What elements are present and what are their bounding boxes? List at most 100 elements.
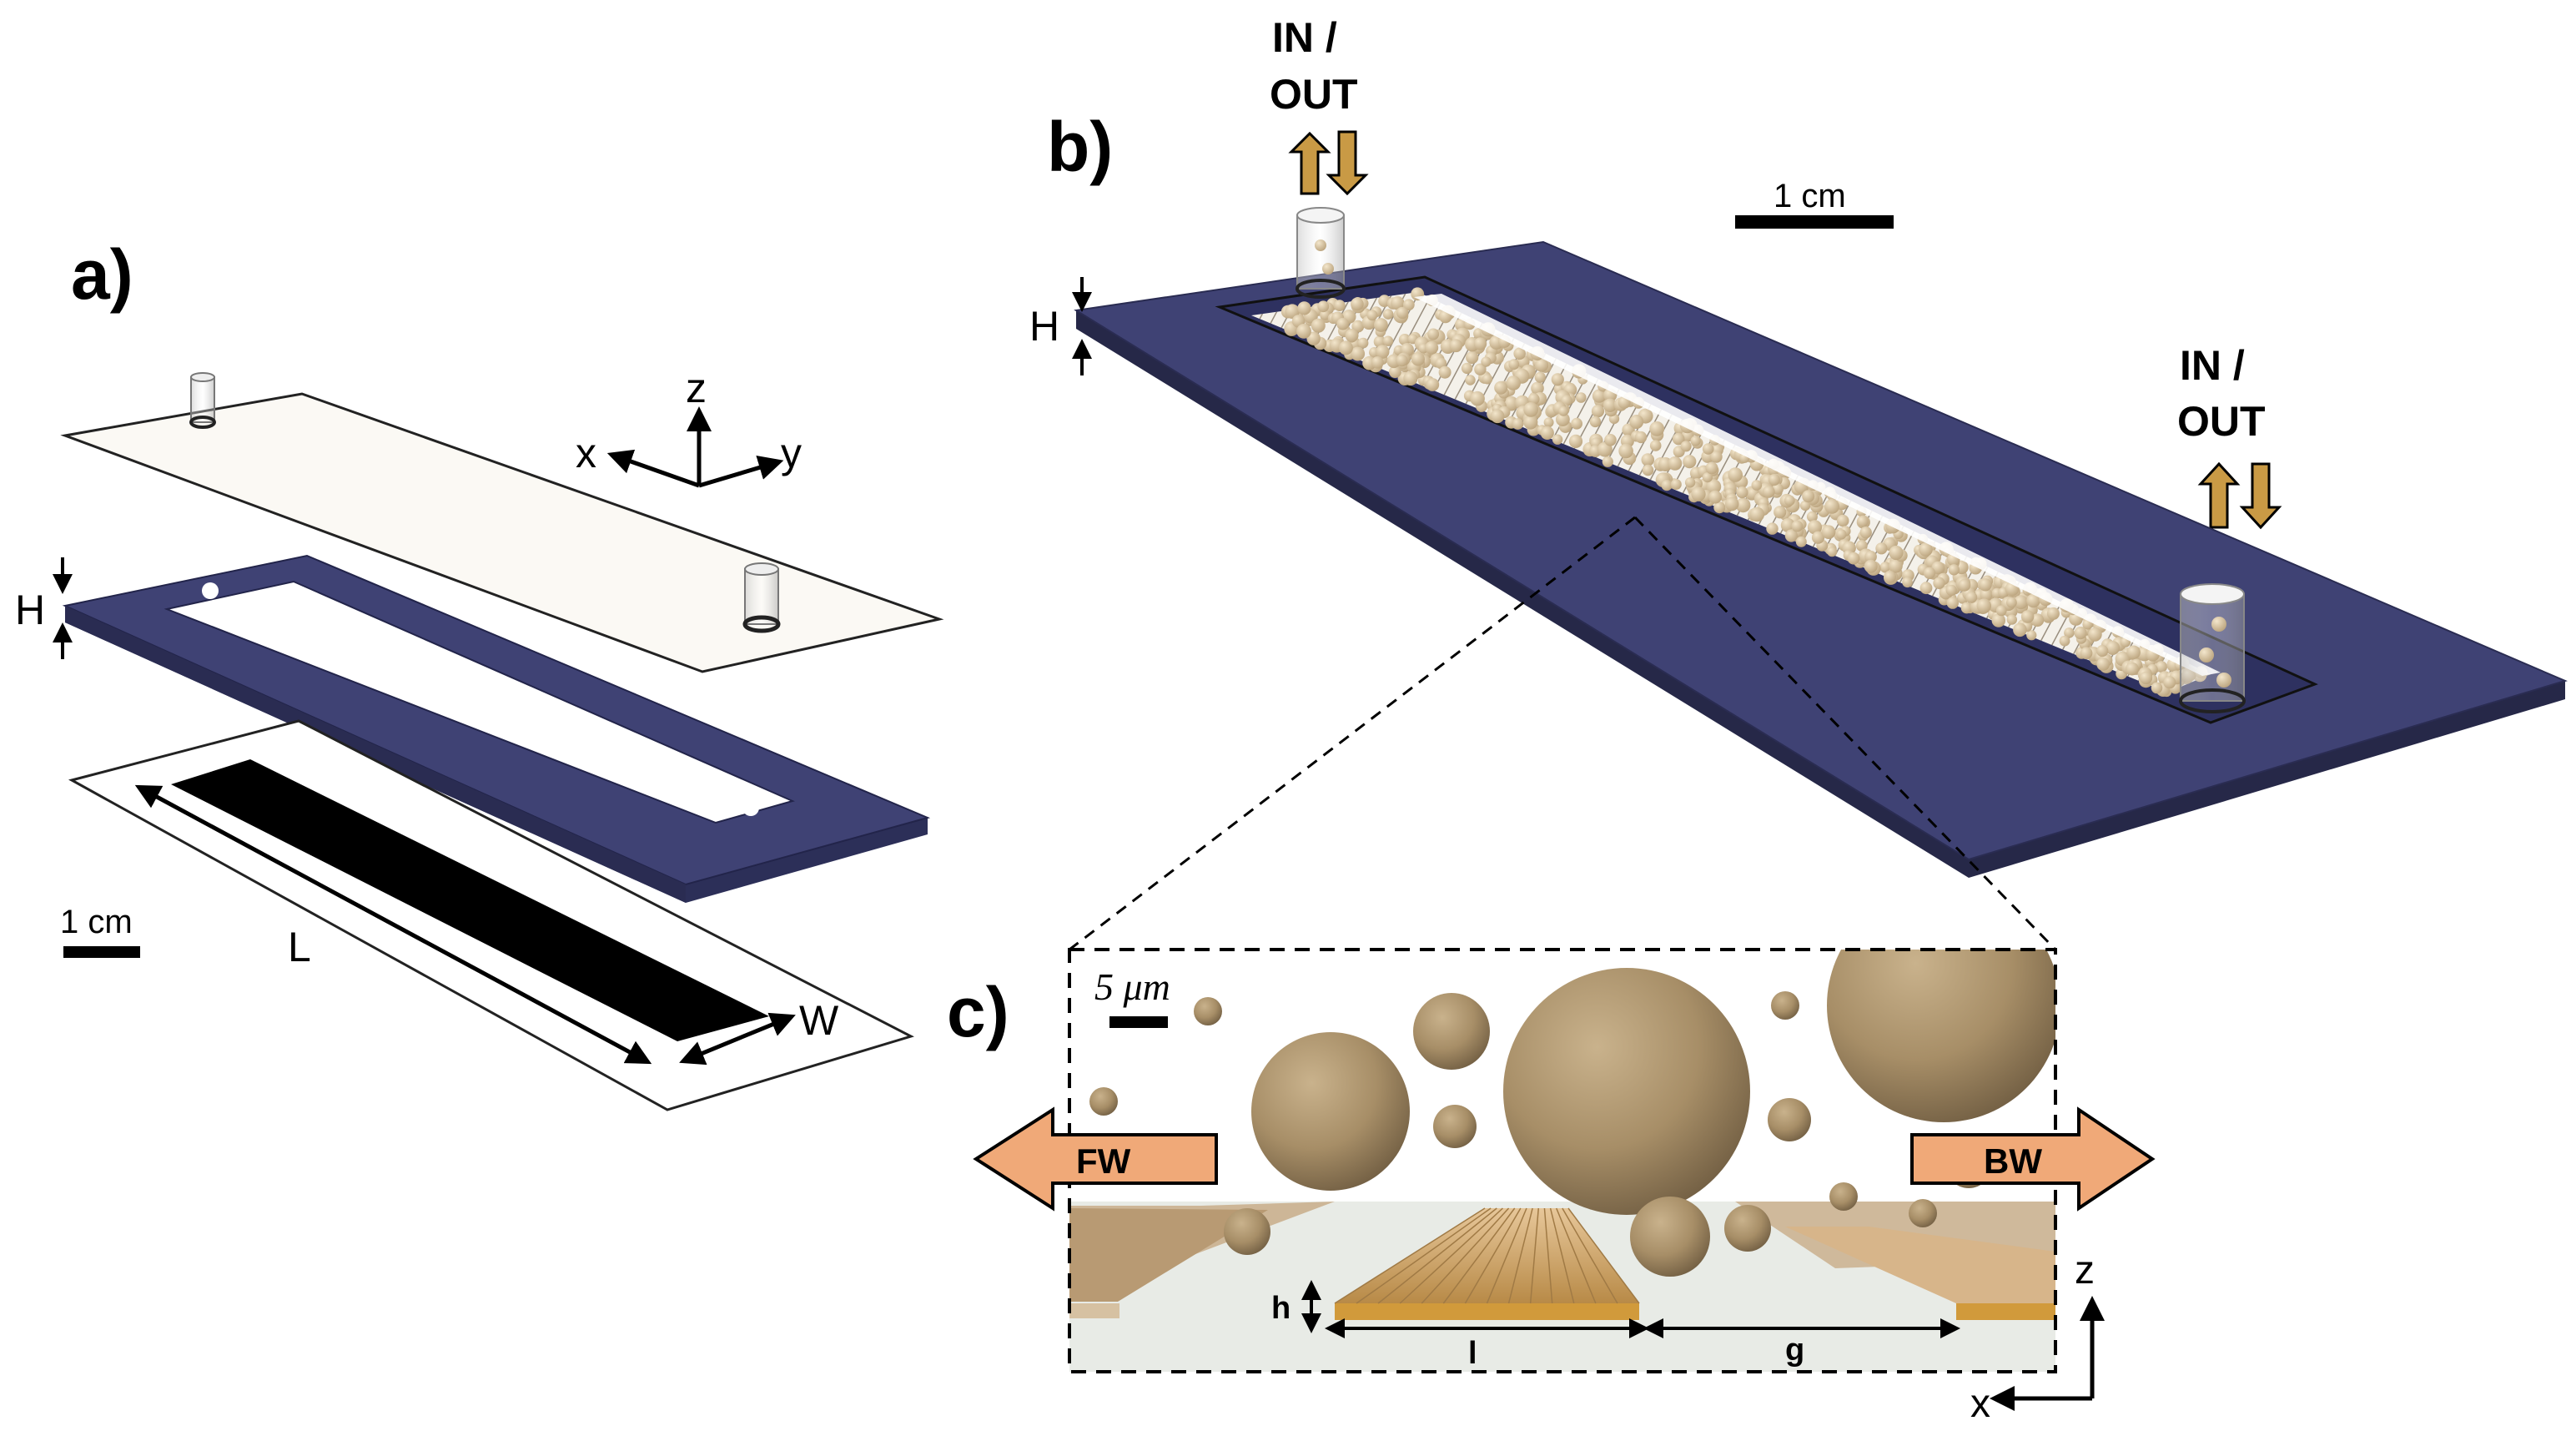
bead (2059, 635, 2070, 647)
bead (1864, 559, 1878, 573)
bead (1668, 456, 1683, 471)
bead (1847, 552, 1860, 565)
port-right-flow-arrows (2197, 461, 2282, 530)
bead (1672, 432, 1685, 446)
ridge-groove (1421, 1207, 1510, 1304)
axes-triad-c (1990, 1296, 2105, 1411)
bead (1807, 520, 1823, 535)
panel-c: c) (947, 948, 2156, 1426)
scale-bar-b-label: 1 cm (1774, 178, 1846, 214)
bead (1923, 567, 1936, 579)
bead (1749, 506, 1765, 522)
bead (1531, 381, 1544, 396)
dim-l-label-c: l (1468, 1336, 1477, 1371)
bead (1466, 350, 1479, 365)
bead (1889, 545, 1904, 561)
microfluidic-device-b (1074, 240, 2568, 878)
bead (1642, 464, 1654, 476)
bead (2096, 658, 2111, 671)
dim-H-label-b: H (1029, 303, 1059, 350)
bead (1799, 500, 1811, 511)
particle (1433, 1105, 1477, 1148)
bead (1351, 346, 1366, 361)
ridge-groove (1543, 1207, 1553, 1304)
bead (1857, 516, 1869, 527)
bead (1706, 479, 1722, 495)
bead (1629, 415, 1644, 429)
bead (2088, 627, 2102, 642)
bead (1398, 334, 1411, 346)
bead (1366, 310, 1378, 321)
bead (1474, 363, 1487, 375)
bead (1649, 440, 1662, 451)
axis-x-label-c: x (1970, 1382, 1990, 1426)
bead (2046, 607, 2060, 620)
bead (1919, 542, 1933, 557)
bead (1946, 597, 1959, 609)
bead (1702, 443, 1714, 455)
port-left-flow-arrows (1288, 130, 1369, 196)
ridge-groove (1556, 1207, 1597, 1304)
panel-b: b) IN / OUT IN / OUT 1 cm (1029, 14, 2568, 951)
bead (1976, 598, 1991, 613)
bead (1948, 564, 1960, 576)
bead (1635, 431, 1648, 444)
bead (1403, 370, 1418, 386)
particle (1413, 993, 1490, 1070)
bead (1875, 542, 1888, 555)
bead (1297, 301, 1311, 315)
bead (1311, 318, 1326, 333)
bead (1766, 522, 1779, 535)
bead (1512, 418, 1524, 430)
bead (1824, 499, 1840, 514)
ridge-groove (1399, 1207, 1503, 1304)
bead (1306, 331, 1321, 345)
bead (1705, 461, 1718, 475)
bead (1465, 375, 1476, 385)
bead (2026, 593, 2040, 608)
bead (1702, 472, 1713, 483)
bead (1470, 390, 1485, 406)
bead-cluster (1280, 287, 2208, 698)
panel-a-label: a) (71, 235, 133, 314)
bead (1473, 337, 1487, 350)
bead (1708, 490, 1723, 504)
flow-arrow-fw-label: FW (1076, 1141, 1131, 1181)
bead (1795, 536, 1807, 547)
top-cover-plate (60, 392, 944, 673)
bead (1791, 520, 1804, 532)
port-right-label-line2: OUT (2177, 398, 2266, 445)
particle (1194, 997, 1222, 1025)
bead (1780, 518, 1795, 532)
bead (2020, 610, 2035, 623)
bead (1859, 527, 1872, 539)
bead (2013, 622, 2027, 637)
ridge-groove (1334, 1207, 1486, 1304)
bead (2080, 647, 2093, 660)
bead (1751, 480, 1763, 491)
bead (2151, 682, 2163, 694)
port-tube-b-right (2179, 583, 2246, 713)
scale-bar-a: 1 cm (60, 904, 140, 958)
bead (1396, 354, 1408, 367)
ridge-grooves (1334, 1207, 1640, 1304)
particle (1630, 1197, 1710, 1277)
bead (1821, 525, 1836, 539)
bead (2006, 614, 2017, 625)
bead (1523, 415, 1538, 430)
bead (1684, 477, 1696, 488)
bead (1762, 486, 1775, 498)
bead (1889, 558, 1903, 573)
bead (1535, 358, 1549, 372)
ridge-right (1785, 1227, 2055, 1303)
bead (2030, 613, 2045, 627)
bead (1490, 409, 1505, 424)
bead (1979, 578, 1992, 592)
bead (1461, 362, 1473, 375)
bead (1618, 443, 1633, 459)
port-tube-top-left (189, 372, 216, 429)
ridge-groove (1567, 1207, 1640, 1304)
bead (1551, 373, 1564, 386)
scale-bar-a-label: 1 cm (60, 904, 133, 940)
bead (1513, 347, 1526, 360)
